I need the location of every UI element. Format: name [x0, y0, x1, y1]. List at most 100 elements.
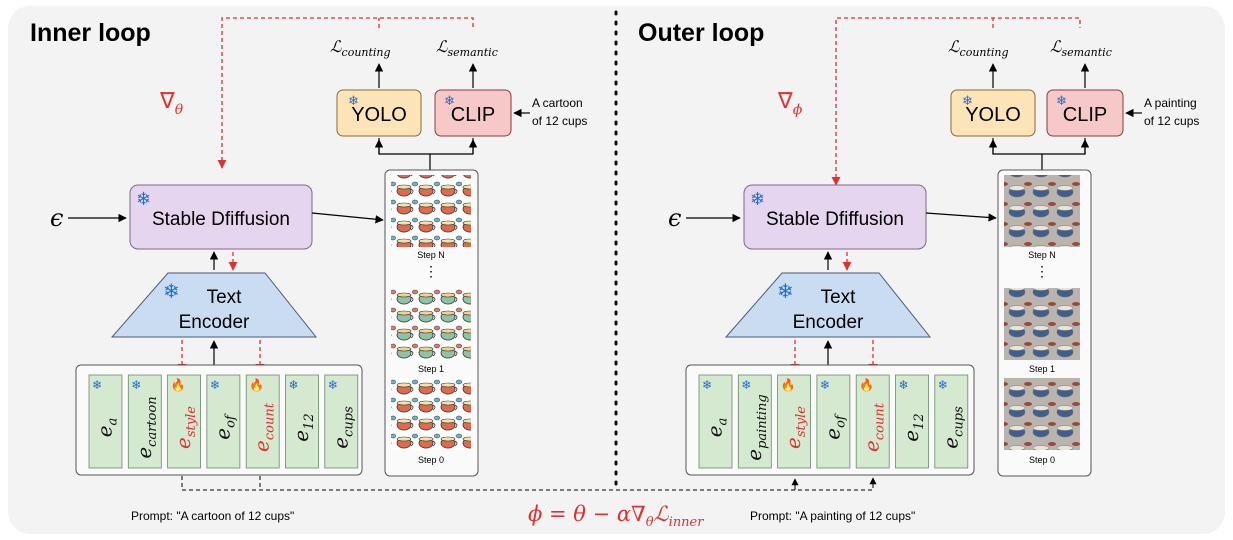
token-style	[777, 374, 811, 469]
outer-image-step-1	[1004, 288, 1080, 360]
outer-noise-symbol: ϵ	[668, 204, 681, 232]
token-label-cups: ecups	[938, 406, 966, 449]
token-cups	[324, 374, 359, 469]
outer-loop-title: Outer loop	[638, 19, 764, 47]
update-rule: ϕ = θ − α∇θℒinner	[528, 502, 704, 530]
token-label-cartoon: ecartoon	[132, 396, 160, 458]
token-label-a: ea	[93, 418, 121, 438]
outer-clip-label: CLIP	[1063, 104, 1107, 126]
vertical-ellipsis: ⋮	[424, 263, 438, 279]
outer-step-1-label: Step 1	[1029, 364, 1055, 374]
inner-encoder-line1: Text	[207, 287, 243, 308]
token-count	[855, 374, 890, 469]
outer-clip-prompt-line1: A painting	[1144, 96, 1197, 110]
inner-text-encoder	[110, 272, 318, 338]
inner-clip-label: CLIP	[451, 104, 495, 126]
outer-diffusion-box	[743, 184, 927, 250]
inner-gradient-label: ∇θ	[159, 88, 184, 118]
token-label-12: e12	[899, 413, 927, 441]
token-label-of: eof	[210, 413, 238, 440]
snowflake-icon: ❄	[328, 378, 338, 392]
token-painting	[737, 374, 772, 469]
outer-image-step-n	[1004, 175, 1080, 247]
inner-image-step-0	[391, 378, 471, 450]
snowflake-icon: ❄	[899, 378, 909, 392]
snowflake-icon: ❄	[777, 281, 794, 303]
token-of	[206, 374, 241, 469]
token-style	[167, 374, 202, 469]
inner-image-step-n	[391, 175, 471, 247]
token-label-count: ecount	[860, 402, 888, 452]
flame-icon: 🔥	[859, 378, 874, 392]
outer-token-list: ❄ ea ❄ epainting 🔥 estyle ❄ eof 🔥 ecount ❄ e12 ❄ ecup…	[698, 374, 969, 469]
token-label-count: ecount	[250, 402, 278, 452]
inner-gradient-path	[217, 17, 474, 169]
snowflake-icon: ❄	[289, 378, 299, 392]
token-label-a: ea	[703, 418, 731, 438]
outer-encoder-line1: Text	[821, 287, 857, 308]
token-count	[245, 374, 280, 469]
inner-token-list: ❄ea❄ecartoon🔥estyle❄eof🔥ecount❄e12❄ecups	[88, 374, 359, 469]
token-label-style: estyle	[171, 406, 199, 449]
outer-gradient-label: ∇ϕ	[777, 88, 803, 118]
snowflake-icon: ❄	[1056, 93, 1067, 108]
inner-clip-prompt-line1: A cartoon	[532, 96, 583, 110]
inner-prompt-caption: Prompt: "A cartoon of 12 cups"	[131, 509, 294, 523]
token-label-style: estyle	[781, 406, 809, 449]
snowflake-icon: ❄	[938, 378, 948, 392]
snowflake-icon: ❄	[210, 378, 220, 392]
inner-step-n-label: Step N	[417, 250, 445, 260]
flame-icon: 🔥	[171, 378, 186, 392]
outer-diffusion-label: Stable Dfiffusion	[766, 209, 904, 230]
outer-gradient-path	[831, 17, 1081, 186]
token-transfer-path	[181, 476, 877, 491]
token-a	[88, 374, 123, 469]
inner-encoder-line2: Encoder	[179, 312, 250, 333]
inner-diffusion-label: Stable Dfiffusion	[152, 209, 290, 230]
snowflake-icon: ❄	[444, 93, 455, 108]
token-cups	[934, 374, 969, 469]
snowflake-icon: ❄	[702, 378, 712, 392]
outer-loss-counting: ℒcounting	[948, 37, 1009, 59]
token-label-of: eof	[820, 413, 848, 440]
outer-loss-semantic: ℒsemantic	[1050, 37, 1112, 59]
inner-step-1-label: Step 1	[418, 364, 444, 374]
snowflake-icon: ❄	[163, 281, 180, 303]
snowflake-icon: ❄	[820, 378, 830, 392]
outer-step-0-label: Step 0	[1029, 455, 1055, 465]
token-12	[285, 374, 319, 469]
inner-image-step-1	[391, 288, 471, 360]
snowflake-icon: ❄	[962, 93, 973, 108]
snowflake-icon: ❄	[750, 189, 765, 209]
inner-yolo-box	[336, 89, 422, 137]
inner-diffusion-box	[129, 184, 313, 250]
outer-clip-box	[1046, 89, 1124, 137]
outer-text-encoder	[724, 272, 932, 338]
token-label-painting: epainting	[742, 394, 770, 461]
outer-yolo-label: YOLO	[965, 104, 1021, 126]
outer-clip-prompt-line2: of 12 cups	[1144, 114, 1199, 128]
snowflake-icon: ❄	[741, 378, 751, 392]
outer-image-step-0	[1004, 378, 1080, 450]
snowflake-icon: ❄	[131, 378, 141, 392]
snowflake-icon: ❄	[348, 93, 359, 108]
inner-noise-symbol: ϵ	[50, 204, 63, 232]
outer-prompt-caption: Prompt: "A painting of 12 cups"	[750, 509, 915, 523]
inner-loop-title: Inner loop	[30, 19, 151, 47]
inner-loss-counting: ℒcounting	[330, 37, 391, 59]
token-a	[698, 374, 733, 469]
inner-step-0-label: Step 0	[418, 455, 444, 465]
outer-yolo-box	[950, 89, 1036, 137]
vertical-ellipsis: ⋮	[1035, 263, 1049, 279]
token-cartoon	[127, 374, 162, 469]
flame-icon: 🔥	[249, 378, 264, 392]
flame-icon: 🔥	[781, 378, 796, 392]
inner-yolo-label: YOLO	[351, 104, 407, 126]
token-12	[895, 374, 929, 469]
outer-encoder-line2: Encoder	[793, 312, 864, 333]
snowflake-icon: ❄	[92, 378, 102, 392]
snowflake-icon: ❄	[136, 189, 151, 209]
inner-loop-panel: Inner loop ∇θ ℒcounting ℒsemantic YOLO ❄…	[30, 17, 587, 523]
outer-loop-panel: Outer loop ∇ϕ ℒcounting ℒsemantic YOLO ❄…	[638, 17, 1199, 523]
